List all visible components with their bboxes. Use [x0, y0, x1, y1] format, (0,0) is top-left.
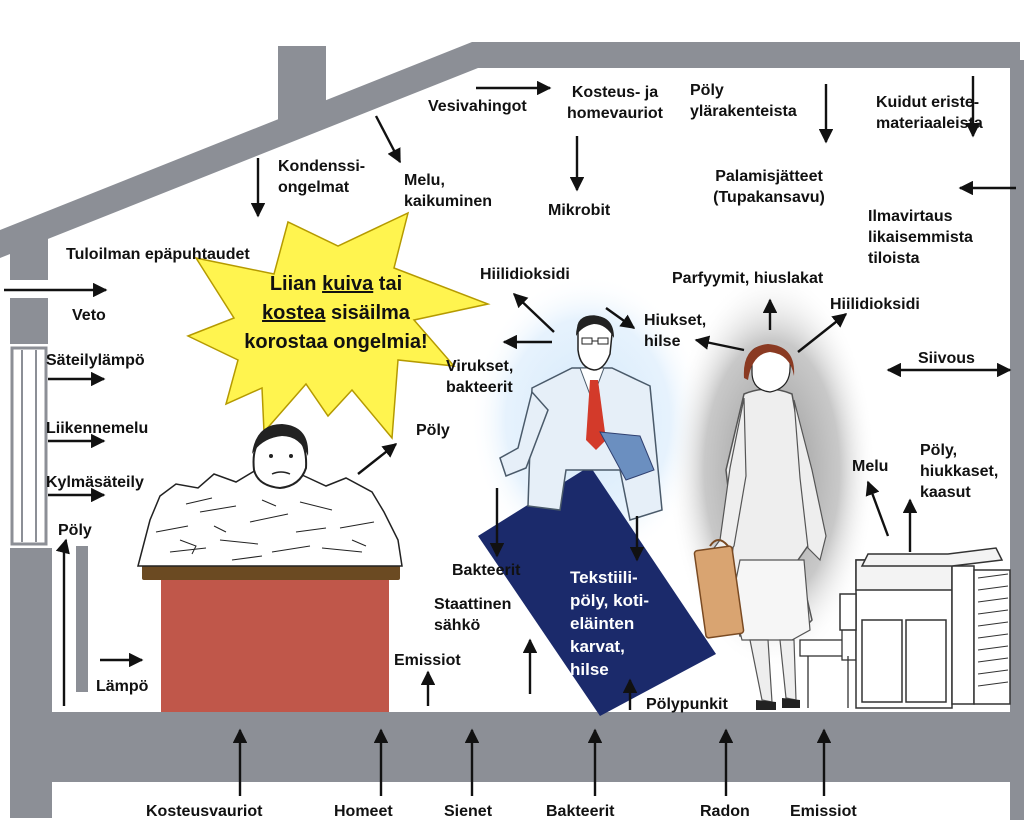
label-poly-hiukkaset: Pöly, hiukkaset, kaasut — [920, 442, 999, 501]
label-kuidut: Kuidut eriste-materiaaleista — [876, 94, 983, 132]
desk — [161, 580, 389, 712]
label-poly-desk: Pöly — [416, 422, 450, 439]
label-polypunkit: Pölypunkit — [646, 696, 728, 713]
label-bakteerit-bottom: Bakteerit — [546, 803, 615, 820]
arrow-melu-copier — [865, 480, 890, 537]
left-wall-top — [10, 236, 48, 280]
arrow-melu — [374, 115, 402, 164]
label-melu-copier: Melu — [852, 458, 889, 475]
label-homeet: Homeet — [334, 803, 393, 820]
desk-top — [142, 565, 400, 580]
radiator — [76, 546, 88, 692]
word-kostea: kostea — [262, 302, 326, 324]
man-figure — [499, 315, 663, 521]
window-frame — [10, 346, 48, 546]
label-emissiot-bottom: Emissiot — [790, 803, 857, 820]
arrow-poly-desk — [357, 443, 398, 475]
roof — [0, 42, 1020, 258]
chimney — [278, 46, 326, 123]
label-siivous: Siivous — [918, 350, 975, 367]
label-vesivahingot: Vesivahingot — [428, 98, 527, 115]
label-kosteusvauriot: Kosteusvauriot — [146, 803, 263, 820]
starburst-message: Liian kuiva tai kostea sisäilma korostaa… — [244, 273, 428, 353]
left-wall-bottom — [10, 548, 52, 818]
person-at-desk — [252, 424, 309, 490]
label-tekstiili: Tekstiili-pöly, koti-eläinten karvat, hi… — [570, 568, 650, 679]
label-sateilylampo: Säteilylämpö — [46, 352, 145, 369]
label-poly-ylarakenteista: Pöly ylärakenteista — [690, 82, 797, 120]
label-bakteerit-mid: Bakteerit — [452, 562, 521, 579]
label-lampo: Lämpö — [96, 678, 149, 695]
arrow-hiilidioksidi-1 — [512, 293, 555, 333]
label-virukset: Virukset, bakteerit — [446, 358, 514, 396]
label-palamisjatteet: Palamisjätteet (Tupakansavu) — [713, 168, 825, 206]
label-kosteus-homevauriot: Kosteus- ja homevauriot — [566, 84, 663, 122]
right-wall — [1010, 60, 1024, 820]
duct-block — [10, 298, 48, 344]
label-radon: Radon — [700, 803, 750, 820]
briefcase — [693, 545, 745, 639]
photocopier — [839, 547, 1011, 709]
label-staattinen: Staattinen sähkö — [434, 596, 512, 634]
arrow-hiilidioksidi-2 — [797, 313, 848, 353]
arrow-hiukset-man — [605, 307, 636, 329]
label-sienet: Sienet — [444, 803, 493, 820]
label-kondenssi: Kondenssi-ongelmat — [278, 158, 366, 196]
label-kylmasateily: Kylmäsäteily — [46, 474, 144, 491]
arrow-poly-left — [55, 538, 70, 706]
label-hiilidioksidi-2: Hiilidioksidi — [830, 296, 920, 313]
label-ilmavirtaus: Ilmavirtaus likaisemmista tiloista — [868, 208, 973, 267]
label-hiilidioksidi-1: Hiilidioksidi — [480, 266, 570, 283]
arrow-hiukset-woman — [694, 335, 745, 352]
label-mikrobit: Mikrobit — [548, 202, 611, 219]
label-veto: Veto — [72, 307, 106, 324]
label-melu-kaikuminen: Melu, kaikuminen — [404, 172, 493, 210]
woman-figure — [693, 344, 827, 710]
label-parfyymit: Parfyymit, hiuslakat — [672, 270, 824, 287]
label-liikennemelu: Liikennemelu — [46, 420, 149, 437]
label-tuloilma: Tuloilman epäpuhtaudet — [66, 246, 250, 263]
label-emissiot-mid: Emissiot — [394, 652, 461, 669]
floor — [52, 712, 1024, 782]
word-kuiva: kuiva — [322, 273, 374, 295]
carpet — [478, 466, 716, 716]
label-hiukset: Hiukset, hilse — [644, 312, 707, 350]
label-poly-left: Pöly — [58, 522, 92, 539]
